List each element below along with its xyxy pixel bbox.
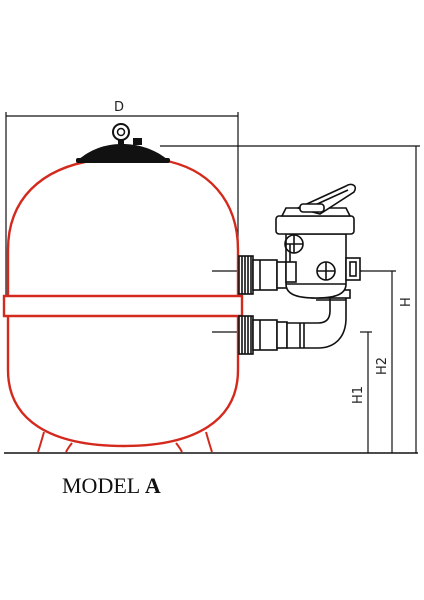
- h-dimension-label: H: [399, 297, 414, 307]
- tank-legs: [37, 431, 213, 453]
- tank-lower-body: [6, 316, 240, 448]
- valve-tee: [285, 261, 297, 283]
- h-dimension: [160, 145, 420, 453]
- valve-handle: [295, 183, 357, 215]
- d-dimension-label: D: [114, 100, 124, 115]
- model-prefix: MODEL: [62, 473, 140, 498]
- tank-upper-dome: [6, 158, 240, 296]
- h2-dimension: [360, 270, 396, 453]
- h2-dimension-label: H2: [375, 357, 390, 375]
- tank-lid: [76, 144, 170, 163]
- valve-port-icon: [284, 234, 336, 281]
- lower-connector: [238, 315, 288, 355]
- multiport-valve: [275, 207, 361, 299]
- pressure-gauge-icon: [112, 123, 142, 146]
- model-caption: MODEL A: [62, 473, 161, 499]
- h1-dimension-label: H1: [351, 386, 366, 404]
- tank-band: [2, 294, 244, 318]
- model-letter: A: [144, 473, 161, 498]
- upper-connector: [238, 255, 288, 295]
